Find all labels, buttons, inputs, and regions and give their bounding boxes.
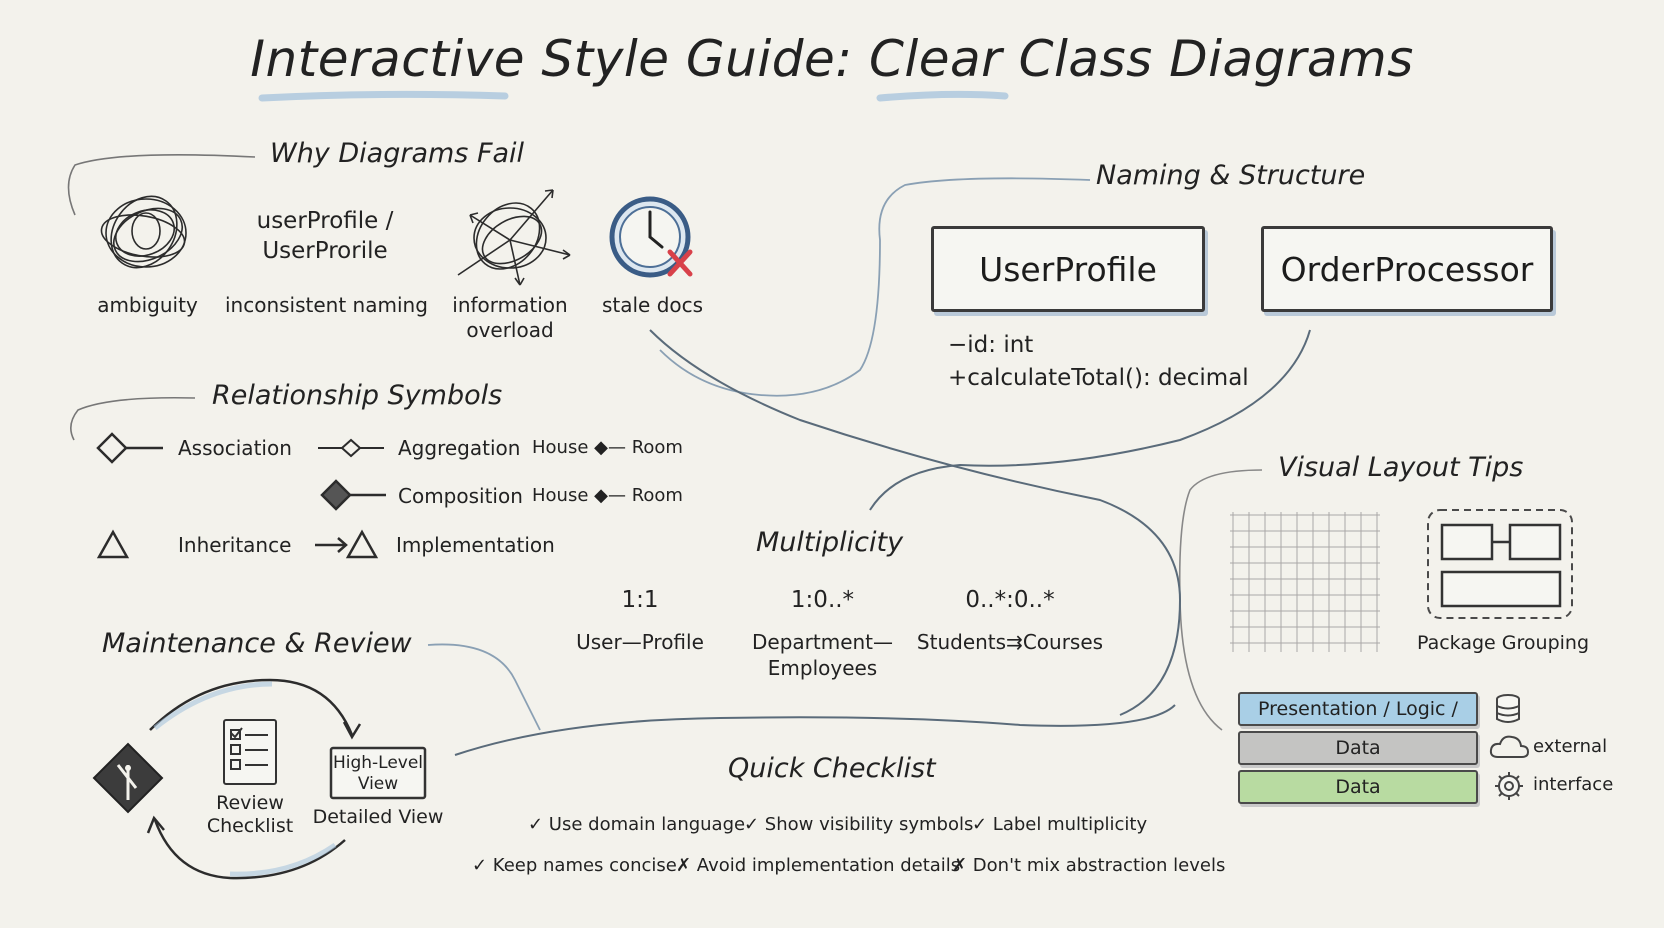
connector-stale-to-layout — [649, 329, 1182, 716]
implementation-symbol — [315, 529, 379, 559]
layer-data-1-label: Data — [1335, 737, 1381, 759]
layer-data-2[interactable]: Data — [1238, 770, 1478, 804]
information-label: information — [452, 293, 568, 317]
inconsistent-naming-label: inconsistent naming — [225, 293, 428, 317]
class-box-userprofile[interactable]: UserProfile — [931, 226, 1205, 312]
class-box-orderprocessor[interactable]: OrderProcessor — [1261, 226, 1553, 312]
association-label: Association — [178, 436, 292, 460]
multiplicity-label-2b: Employees — [767, 656, 878, 680]
composition-symbol — [320, 479, 386, 511]
multiplicity-label-2a: Department— — [751, 630, 894, 654]
inheritance-label: Inheritance — [178, 533, 292, 557]
review-label-1: Review — [216, 792, 284, 814]
git-icon — [92, 742, 164, 814]
page-title: Interactive Style Guide: Clear Class Dia… — [250, 30, 1414, 88]
naming-leader — [659, 177, 1091, 397]
layer-presentation-label: Presentation / Logic / — [1258, 698, 1458, 720]
multiplicity-heading: Multiplicity — [756, 527, 904, 558]
maintenance-heading: Maintenance & Review — [102, 628, 412, 659]
composition-label: Composition — [398, 484, 523, 508]
inheritance-symbol — [96, 529, 130, 559]
title-underline-left — [258, 90, 509, 102]
implementation-label: Implementation — [396, 533, 555, 557]
stale-docs-label: stale docs — [601, 293, 704, 317]
multiplicity-ratio-2: 1:0..* — [790, 587, 855, 613]
checklist-item-avoid-implementation: ✗ Avoid implementation details — [676, 855, 961, 876]
legend-interface-label: interface — [1533, 774, 1614, 795]
high-level-label-1: High-Level — [332, 753, 424, 773]
aggregation-symbol — [318, 438, 384, 458]
review-cycle-highlight-bottom — [229, 842, 337, 877]
detailed-view-label: Detailed View — [312, 806, 444, 828]
multiplicity-label-1: User—Profile — [576, 630, 704, 654]
checklist-item-domain-language: ✓ Use domain language — [528, 814, 746, 835]
composition-example: House ◆— Room — [532, 485, 683, 506]
package-grouping-label: Package Grouping — [1416, 632, 1590, 654]
class-name-orderprocessor: OrderProcessor — [1280, 249, 1534, 289]
legend-external-label: external — [1533, 736, 1608, 757]
high-level-label-2: View — [357, 774, 399, 794]
relationship-heading: Relationship Symbols — [212, 380, 503, 411]
layer-presentation[interactable]: Presentation / Logic / — [1238, 692, 1478, 726]
connector-order-to-multiplicity — [869, 329, 1311, 511]
method-example: +calculateTotal(): decimal — [948, 365, 1249, 391]
naming-example-2: UserProrile — [262, 238, 388, 264]
multiplicity-ratio-3: 0..*:0..* — [965, 587, 1055, 613]
cloud-icon — [1489, 735, 1530, 758]
connector-maintenance-to-checklist — [454, 704, 1176, 756]
association-symbol — [96, 432, 163, 464]
package-grouping-icon — [1427, 509, 1573, 619]
overload-label: overload — [466, 318, 554, 342]
tangled-arrows-icon — [457, 189, 571, 286]
checklist-heading: Quick Checklist — [728, 753, 936, 784]
multiplicity-ratio-1: 1:1 — [621, 587, 659, 613]
ambiguity-label: ambiguity — [97, 293, 198, 317]
attribute-example: −id: int — [948, 332, 1034, 358]
layout-tips-leader — [1178, 469, 1263, 731]
relationship-leader — [70, 396, 196, 441]
database-icon — [1496, 694, 1520, 723]
multiplicity-label-3: Students⇉Courses — [916, 630, 1104, 654]
checklist-item-abstraction-levels: ✗ Don't mix abstraction levels — [952, 855, 1226, 876]
why-fail-heading: Why Diagrams Fail — [270, 138, 525, 169]
layer-data-1[interactable]: Data — [1238, 731, 1478, 765]
grid-layout-icon — [1230, 512, 1380, 652]
scribble-icon — [100, 195, 187, 269]
class-name-userprofile: UserProfile — [979, 249, 1157, 289]
naming-heading: Naming & Structure — [1096, 160, 1366, 191]
maintenance-leader — [427, 643, 541, 731]
high-level-view-box — [329, 746, 427, 800]
stale-clock-icon — [609, 196, 693, 278]
layout-tips-heading: Visual Layout Tips — [1278, 452, 1524, 483]
review-label-2: Checklist — [206, 815, 294, 837]
aggregation-label: Aggregation — [398, 436, 521, 460]
review-cycle-arrows — [146, 678, 362, 880]
gear-icon — [1495, 772, 1523, 800]
aggregation-example: House ◆— Room — [532, 437, 683, 458]
why-fail-leader — [67, 153, 256, 216]
checklist-clipboard-icon — [223, 719, 277, 785]
checklist-item-visibility-symbols: ✓ Show visibility symbols — [744, 814, 974, 835]
checklist-item-concise-names: ✓ Keep names concise — [472, 855, 677, 876]
naming-example-1: userProfile / — [256, 208, 394, 234]
layer-data-2-label: Data — [1335, 776, 1381, 798]
title-underline-right — [876, 90, 1009, 102]
checklist-item-label-multiplicity: ✓ Label multiplicity — [972, 814, 1148, 835]
review-cycle-highlight — [153, 681, 273, 730]
